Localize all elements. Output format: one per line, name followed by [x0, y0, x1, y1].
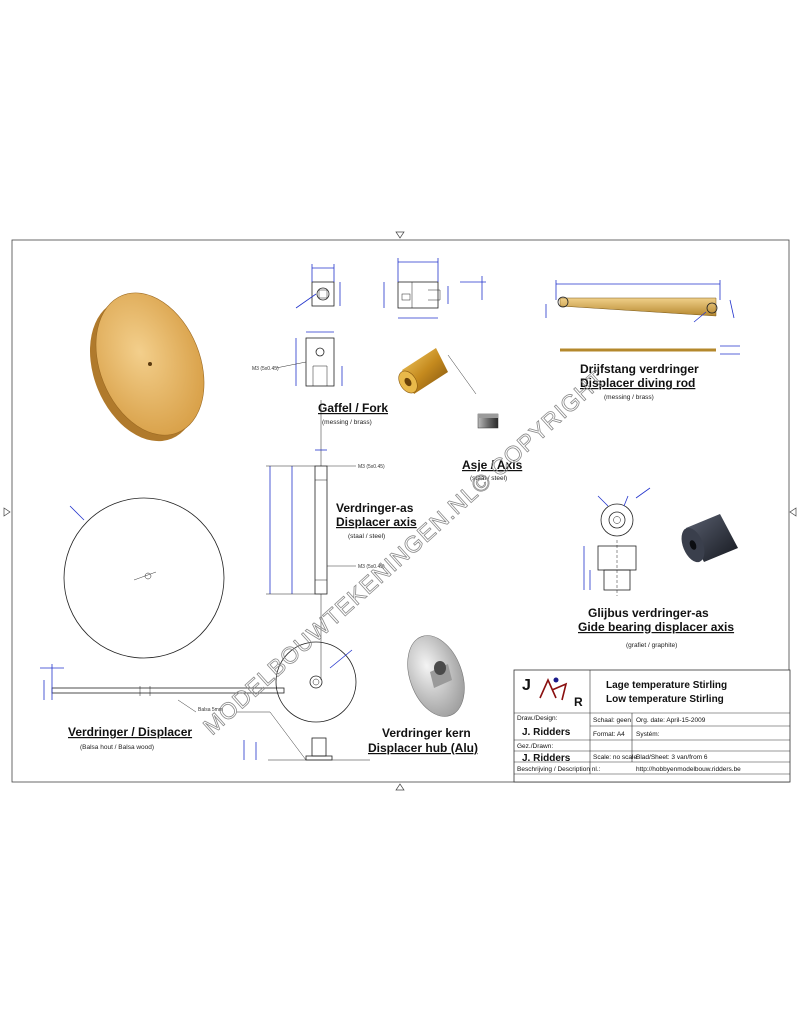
axle-side-view: [383, 258, 486, 319]
glide-material: (grafiet / graphite): [626, 642, 677, 649]
hub-side-view: [243, 737, 370, 761]
gez-drawn-name: J. Ridders: [522, 753, 571, 764]
axis-thread-top: M3 (5x0.45): [358, 464, 385, 470]
sheet-number: Blad/Sheet: 3 van/from 6: [636, 754, 708, 761]
axle-title: Asje / Axis: [462, 458, 523, 472]
jr-logo: J R: [522, 677, 583, 709]
format-value: Format: A4: [593, 731, 625, 738]
hub-top-view: [275, 641, 357, 723]
center-markers: [3, 231, 797, 791]
draw-design-name: J. Ridders: [522, 727, 571, 738]
displacer-3d-render: [89, 292, 205, 442]
fork-3d-render: [398, 348, 477, 395]
draw-design-label: Draw./Design:: [517, 715, 558, 722]
balsa-note: Balsa 5mm: [198, 707, 223, 713]
connecting-rod: Drijfstang verdringer Displacer diving r…: [545, 280, 740, 401]
fork-title: Gaffel / Fork: [318, 401, 388, 415]
displacer-top-view: [63, 497, 225, 659]
axis-title-en: Displacer axis: [336, 515, 417, 529]
displacer-title: Verdringer / Displacer: [68, 725, 192, 739]
fork-thread-note: M3 (5x0.45): [252, 366, 279, 372]
displacer-axis-drawing: M3 (5x0.45) M3 (5x0.45) Verdringer-as Di…: [266, 400, 417, 680]
displacer-side-view: Balsa 5mm Verdringer / Displacer (Balsa …: [40, 664, 307, 761]
axle-3d-render: Asje / Axis (staal / steel): [462, 413, 523, 482]
axis-thread-bottom: M3 (5x0.45): [358, 564, 385, 570]
rod-material: (messing / brass): [604, 394, 654, 401]
hub-title-nl: Verdringer kern: [382, 726, 471, 740]
glide-title-en: Gide bearing displacer axis: [578, 620, 734, 634]
svg-text:R: R: [574, 695, 583, 709]
glide-bearing-3d-render: Glijbus verdringer-as Gide bearing displ…: [578, 514, 738, 649]
description-label: Beschrijving / Description nl.:: [517, 766, 601, 773]
gez-drawn-label: Gez./Drawn:: [517, 743, 553, 750]
glide-title-nl: Glijbus verdringer-as: [588, 606, 709, 620]
scale-value: Scale: no scale: [593, 754, 637, 761]
axis-title-nl: Verdringer-as: [336, 501, 414, 515]
svg-text:J: J: [522, 677, 531, 694]
fork-front-view: M3 (5x0.45) Gaffel / Fork (messing / bra…: [252, 331, 388, 426]
displacer-material: (Balsa hout / Balsa wood): [80, 744, 154, 751]
rod-title-en: Displacer diving rod: [580, 376, 695, 390]
website-url: http://hobbyenmodelbouw.ridders.be: [636, 766, 741, 773]
schaal-value: Schaal: geen: [593, 717, 631, 724]
axle-material: (staal / steel): [470, 475, 507, 482]
title-en: Low temperature Stirling: [606, 694, 724, 705]
fork-material: (messing / brass): [322, 419, 372, 426]
title-nl: Lage temperature Stirling: [606, 680, 727, 691]
axis-material: (staal / steel): [348, 533, 385, 540]
hub-3d-render: Verdringer kern Displacer hub (Alu): [368, 635, 478, 755]
glide-bearing-drawing: [583, 487, 651, 596]
title-block: J R Lage temperature Stirling Low temper…: [513, 669, 791, 783]
rod-title-nl: Drijfstang verdringer: [580, 362, 699, 376]
system-value: Systém:: [636, 731, 660, 738]
fork-top-view: [295, 264, 341, 309]
orig-date: Org. date: April-15-2009: [636, 717, 706, 724]
sheet-border: [11, 239, 790, 783]
hub-title-en: Displacer hub (Alu): [368, 741, 478, 755]
